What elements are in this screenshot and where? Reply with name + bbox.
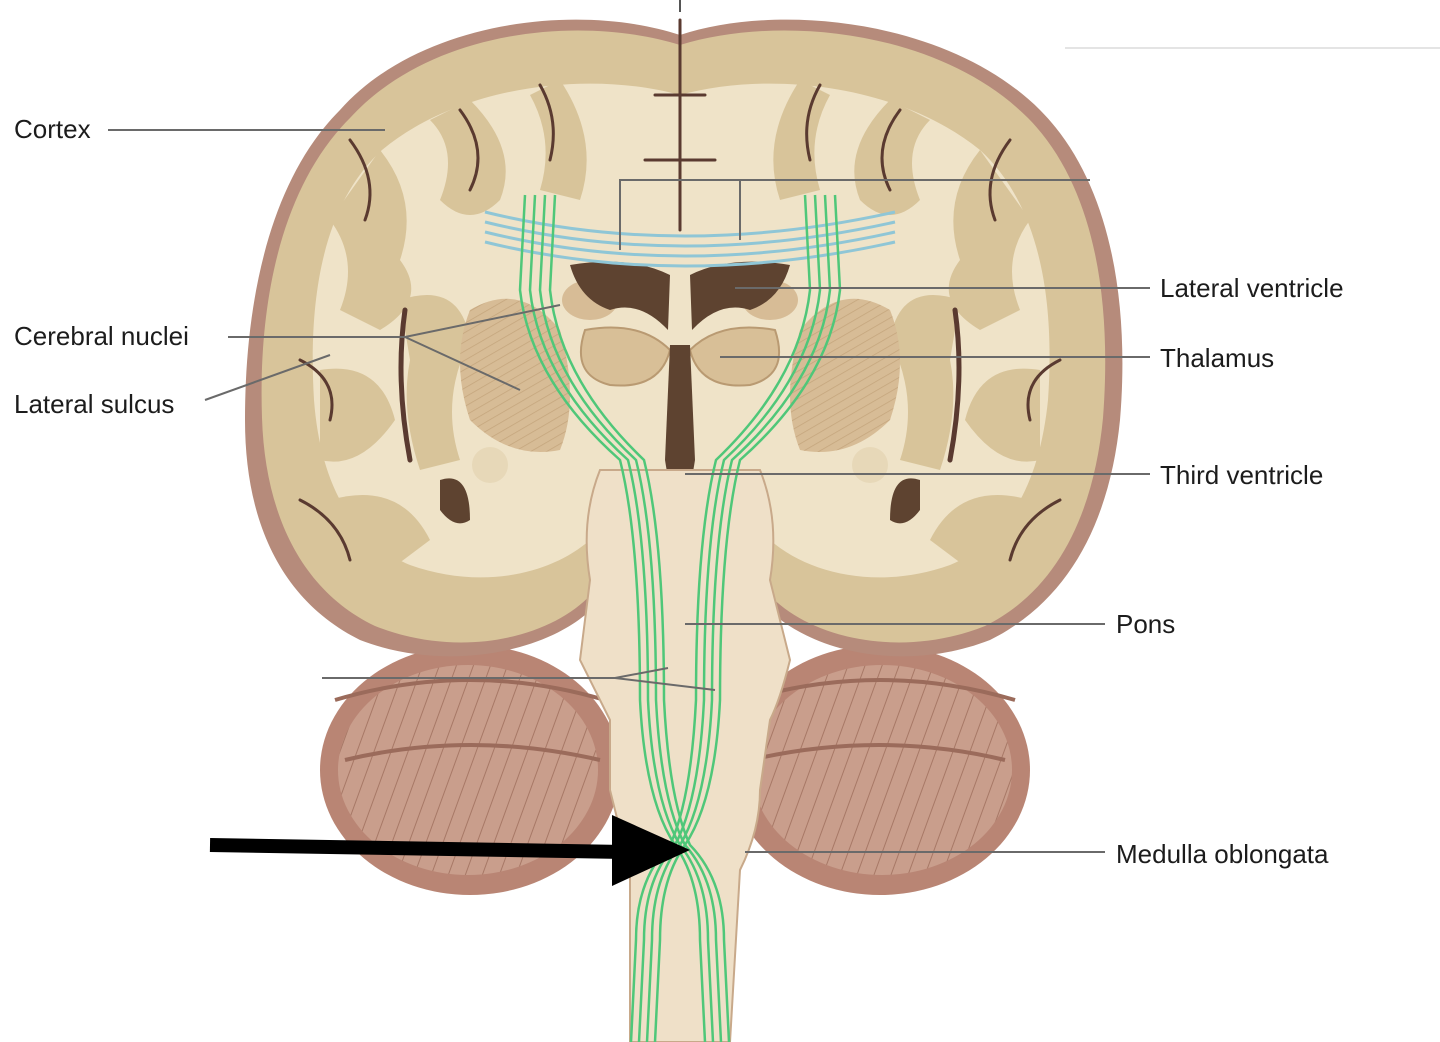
label-medulla-oblongata: Medulla oblongata [1116,839,1329,869]
label-lateral-sulcus: Lateral sulcus [14,389,175,419]
cerebral-nuclei-leader-line [228,304,561,391]
third-ventricle-shape [665,345,695,505]
leader-lines [108,129,1150,853]
ventricles [570,261,790,505]
thalamus [580,326,780,387]
lateral-ventricle-shape [570,261,670,330]
label-cortex: Cortex [14,114,91,144]
label-thalamus: Thalamus [1160,343,1275,373]
arrow-right-icon [209,815,690,886]
cerebral-nuclei [460,280,900,452]
corticospinal-tracts [518,194,842,1042]
label-lateral-ventricle: Lateral ventricle [1160,273,1344,303]
label-cerebral-nuclei: Cerebral nuclei [14,321,189,351]
cerebellum [320,645,1030,895]
lateral-sulcus-leader-line [204,354,331,401]
label-third-ventricle: Third ventricle [1160,460,1324,490]
brainstem [578,469,792,1042]
cerebellar-peduncle-leader-line [322,667,716,691]
corpus-callosum-leader-line [619,179,1090,250]
label-pons: Pons [1116,609,1176,639]
